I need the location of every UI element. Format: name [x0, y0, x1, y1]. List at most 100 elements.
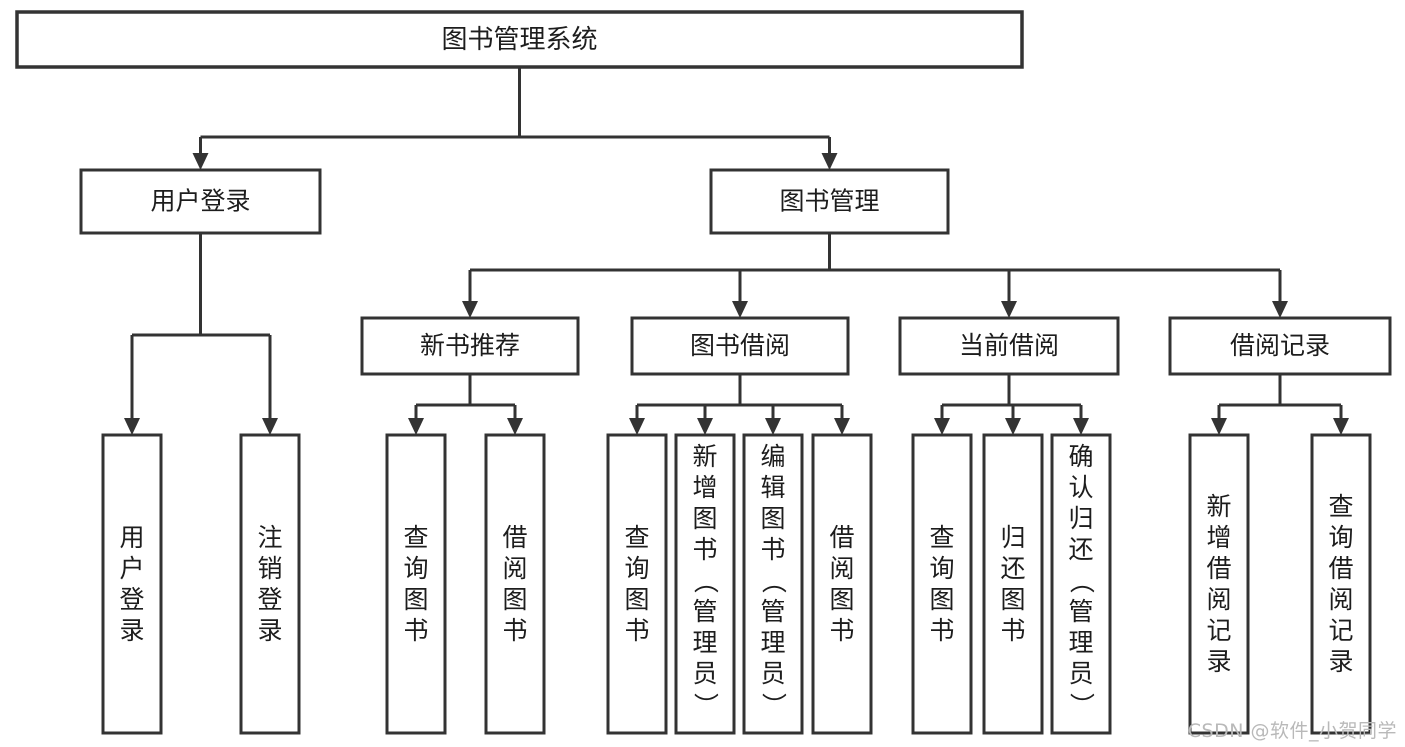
- leaf-label-char: 记: [1206, 616, 1231, 645]
- leaf-box[interactable]: [484, 433, 546, 735]
- leaf-label-char: 认: [1068, 473, 1093, 502]
- leaf-box[interactable]: [606, 433, 668, 735]
- level3-node[interactable]: 当前借阅: [898, 316, 1120, 376]
- leaf-label-char: 录: [1206, 647, 1231, 676]
- leaf-box[interactable]: [674, 433, 736, 735]
- leaf-label-char: 书: [502, 616, 527, 645]
- leaf-label-char: 还: [1000, 554, 1025, 583]
- arrow-to-level3-1-head: [732, 301, 748, 318]
- leaf-label-char: 书: [760, 535, 785, 564]
- leaf-label-char: 图: [829, 585, 854, 614]
- leaf-label-char: 书: [829, 616, 854, 645]
- leaf-label-char: 员: [1068, 659, 1093, 688]
- leaf-label-char: ）: [691, 692, 720, 717]
- leaf-label-char: 归: [1000, 523, 1025, 552]
- leaf-label-char: 书: [403, 616, 428, 645]
- leaf-node[interactable]: 用户登录: [101, 433, 163, 735]
- leaf-label-char: 记: [1328, 616, 1353, 645]
- leaf-label-char: 增: [692, 473, 717, 502]
- leaf-label-char: 阅: [1206, 585, 1231, 614]
- level2-box[interactable]: [709, 168, 950, 235]
- arrow-to-leaf-0-1-head: [507, 418, 523, 435]
- leaf-box[interactable]: [1310, 433, 1372, 735]
- leaf-label-char: 户: [119, 554, 144, 583]
- leaf-label-char: （: [1067, 568, 1096, 593]
- arrow-to-level2-1-head: [821, 153, 838, 170]
- leaf-box[interactable]: [1188, 433, 1250, 735]
- arrow-to-leaf-1-2-head: [765, 418, 781, 435]
- leaf-label-char: 图: [624, 585, 649, 614]
- level2-node[interactable]: 图书管理: [709, 168, 950, 235]
- level3-node[interactable]: 借阅记录: [1168, 316, 1392, 376]
- leaf-label-char: 用: [119, 523, 144, 552]
- level3-box[interactable]: [630, 316, 850, 376]
- level3-box[interactable]: [898, 316, 1120, 376]
- root-node[interactable]: 图书管理系统: [15, 10, 1024, 69]
- leaf-box[interactable]: [982, 433, 1044, 735]
- leaf-box[interactable]: [1050, 433, 1112, 735]
- leaf-label-char: 注: [257, 523, 282, 552]
- leaf-label-char: 图: [760, 504, 785, 533]
- level3-box[interactable]: [360, 316, 580, 376]
- leaf-label-char: 询: [403, 554, 428, 583]
- arrow-to-leaf-2-1-head: [1005, 418, 1021, 435]
- leaf-label-char: 还: [1068, 535, 1093, 564]
- leaf-label-char: 询: [624, 554, 649, 583]
- arrow-to-level3-2-head: [1001, 301, 1017, 318]
- leaf-label-char: 询: [929, 554, 954, 583]
- leaf-label-char: 管: [692, 597, 717, 626]
- leaf-label-char: 借: [1206, 554, 1231, 583]
- leaf-label-char: 查: [403, 523, 428, 552]
- leaf-label-char: 销: [257, 554, 282, 583]
- leaf-label-char: 借: [502, 523, 527, 552]
- leaf-label-char: 图: [692, 504, 717, 533]
- arrow-to-leaf-2-2-head: [1073, 418, 1089, 435]
- leaf-box[interactable]: [811, 433, 873, 735]
- arrow-to-leaf-1-1-head: [697, 418, 713, 435]
- arrow-to-leaf-1-0-head: [629, 418, 645, 435]
- arrow-to-level3-3-head: [1272, 301, 1288, 318]
- leaf-label-char: 辑: [760, 473, 785, 502]
- leaf-box[interactable]: [911, 433, 973, 735]
- leaf-label-char: 理: [692, 628, 717, 657]
- node-layer: 图书管理系统用户登录图书管理新书推荐图书借阅当前借阅借阅记录用户登录注销登录查询…: [15, 10, 1392, 735]
- arrow-to-leaf-2-0-head: [934, 418, 950, 435]
- leaf-label-char: 书: [692, 535, 717, 564]
- arrow-to-level2-0-head: [192, 153, 209, 170]
- leaf-label-char: 管: [760, 597, 785, 626]
- leaf-label-char: 阅: [1328, 585, 1353, 614]
- arrow-to-leaf-0-0-head: [408, 418, 424, 435]
- level3-node[interactable]: 新书推荐: [360, 316, 580, 376]
- leaf-label-char: 书: [624, 616, 649, 645]
- leaf-label-char: 员: [760, 659, 785, 688]
- level2-label: 图书管理: [779, 187, 879, 216]
- leaf-label-char: 增: [1206, 523, 1231, 552]
- level3-node[interactable]: 图书借阅: [630, 316, 850, 376]
- level2-box[interactable]: [79, 168, 322, 235]
- root-box[interactable]: [15, 10, 1024, 69]
- leaf-label-char: 借: [829, 523, 854, 552]
- leaf-box[interactable]: [385, 433, 447, 735]
- leaf-label-char: 录: [257, 616, 282, 645]
- leaf-box[interactable]: [239, 433, 301, 735]
- level2-node[interactable]: 用户登录: [79, 168, 322, 235]
- leaf-label-char: 确: [1068, 442, 1093, 471]
- leaf-label-char: 查: [929, 523, 954, 552]
- leaf-box[interactable]: [742, 433, 804, 735]
- leaf-label-char: ）: [759, 692, 788, 717]
- level3-box[interactable]: [1168, 316, 1392, 376]
- leaf-box[interactable]: [101, 433, 163, 735]
